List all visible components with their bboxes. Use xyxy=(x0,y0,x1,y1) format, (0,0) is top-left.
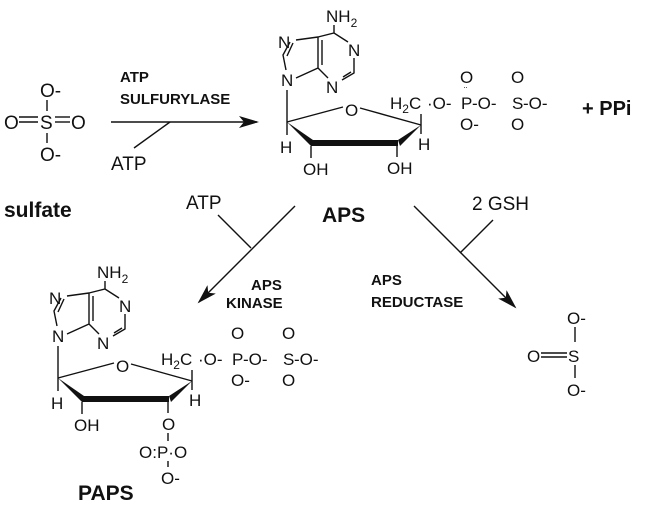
paps-structure: NH2 N N N N O H OH O O:P·O O- H H2C ·O- … xyxy=(49,263,319,505)
step2-cosubstrate: ATP xyxy=(186,193,222,214)
aps-h-c4: H xyxy=(418,135,430,154)
ppi-byproduct: + PPi xyxy=(582,98,631,120)
paps-n9: N xyxy=(52,327,64,346)
sulfite-s: S xyxy=(568,347,579,366)
paps-s-tail: -O- xyxy=(294,350,319,369)
paps-s-o-bottom: O xyxy=(282,371,295,390)
ribose-bold-bond xyxy=(311,140,398,146)
aps-s-o-bottom: O xyxy=(511,115,524,134)
paps-chain-o: ·O- xyxy=(198,350,223,369)
aps-s-o-top: O xyxy=(511,68,524,87)
sulfite-o-left: O xyxy=(527,347,540,366)
ribose-bold-bond xyxy=(82,396,169,402)
aps-oh-c2: OH xyxy=(303,160,329,179)
aps-s: S xyxy=(512,94,523,113)
enzyme-aps-kinase-line1: APS xyxy=(251,277,282,294)
aps-n9: N xyxy=(281,71,293,90)
sulfite-o-top: O- xyxy=(567,309,586,328)
sulfate-o-top: O- xyxy=(40,81,61,102)
paps-3-phosphate: O:P·O xyxy=(139,443,187,462)
sulfate-o-left: O xyxy=(4,113,19,134)
sulfate-o-right: O xyxy=(71,113,86,134)
step3-cosubstrate-line xyxy=(459,219,494,254)
aps-n7: N xyxy=(278,33,290,52)
aps-p-o-minus: O- xyxy=(460,115,479,134)
paps-3-phosphate-o-minus: O- xyxy=(161,469,180,488)
paps-h2c: H2C xyxy=(161,350,192,372)
paps-h-c1: H xyxy=(51,394,63,413)
aps-h2c: H2C xyxy=(390,94,421,116)
paps-n3: N xyxy=(97,334,109,353)
paps-nh2: NH2 xyxy=(97,263,129,286)
sulfate-o-bottom: O- xyxy=(40,145,61,166)
adenine-bonds xyxy=(282,25,355,81)
paps-p: P xyxy=(232,350,243,369)
aps-ring-o: O xyxy=(345,101,358,120)
ribose-wedge-left xyxy=(287,122,313,146)
enzyme-atp-sulfurylase-line1: ATP xyxy=(120,69,149,86)
step2-arrow xyxy=(197,205,296,304)
ribose-wedge-right xyxy=(169,381,192,402)
aps-n1: N xyxy=(348,41,360,60)
paps-p-o-top: O xyxy=(231,324,244,343)
aps-oh-c3: OH xyxy=(387,159,413,178)
ribose-top-bonds xyxy=(57,362,193,382)
paps-n7: N xyxy=(49,289,61,308)
paps-ring-o: O xyxy=(116,357,129,376)
paps-s: S xyxy=(283,350,294,369)
aps-p: P xyxy=(461,94,472,113)
enzyme-aps-reductase-line2: REDUCTASE xyxy=(371,294,463,311)
aps-chain-o: ·O- xyxy=(427,94,452,113)
step3-cosubstrate: 2 GSH xyxy=(472,194,529,215)
aps-p-o-top: O xyxy=(460,68,473,87)
sulfate-label: sulfate xyxy=(4,199,72,222)
step3-reaction: 2 GSH APS REDUCTASE xyxy=(371,194,529,311)
paps-o-c3: O xyxy=(162,415,175,434)
paps-n1: N xyxy=(119,297,131,316)
paps-oh-c2: OH xyxy=(74,416,100,435)
enzyme-aps-reductase-line1: APS xyxy=(371,272,402,289)
aps-nh2: NH2 xyxy=(326,7,358,30)
paps-label: PAPS xyxy=(78,482,134,505)
step1-cosubstrate: ATP xyxy=(111,154,147,175)
ribose-wedge-right xyxy=(398,125,421,146)
enzyme-atp-sulfurylase-line2: SULFURYLASE xyxy=(120,91,230,108)
aps-bridge-o: -O- xyxy=(472,94,497,113)
aps-structure: NH2 N N N N O H OH OH H H2C ·O- P O ¨ O-… xyxy=(278,7,631,227)
adenine-bonds xyxy=(53,281,126,337)
step3-arrow xyxy=(413,205,517,309)
paps-p-o-minus: O- xyxy=(231,371,250,390)
sulfite-o-bottom: O- xyxy=(567,381,586,400)
aps-s-tail: -O- xyxy=(523,94,548,113)
sulfate-s: S xyxy=(40,113,53,134)
paps-s-o-top: O xyxy=(282,324,295,343)
step1-cosubstrate-line xyxy=(133,121,171,149)
aps-label: APS xyxy=(322,204,365,227)
aps-n3: N xyxy=(326,78,338,97)
sulfite-structure: O- O S O- xyxy=(527,309,586,400)
ribose-top-bonds xyxy=(286,106,422,126)
enzyme-aps-kinase-line2: KINASE xyxy=(226,295,283,312)
ribose-wedge-left xyxy=(58,378,84,402)
double-bond-dots: ¨ xyxy=(464,86,467,97)
step1-reaction: ATP SULFURYLASE ATP xyxy=(111,69,259,175)
step2-reaction: ATP APS KINASE xyxy=(186,193,296,312)
sulfate-structure: O- O S O O- sulfate xyxy=(4,81,86,222)
paps-h-c4: H xyxy=(189,391,201,410)
aps-h-c1: H xyxy=(280,138,292,157)
paps-bridge-o: -O- xyxy=(243,350,268,369)
step2-cosubstrate-line xyxy=(217,214,252,249)
